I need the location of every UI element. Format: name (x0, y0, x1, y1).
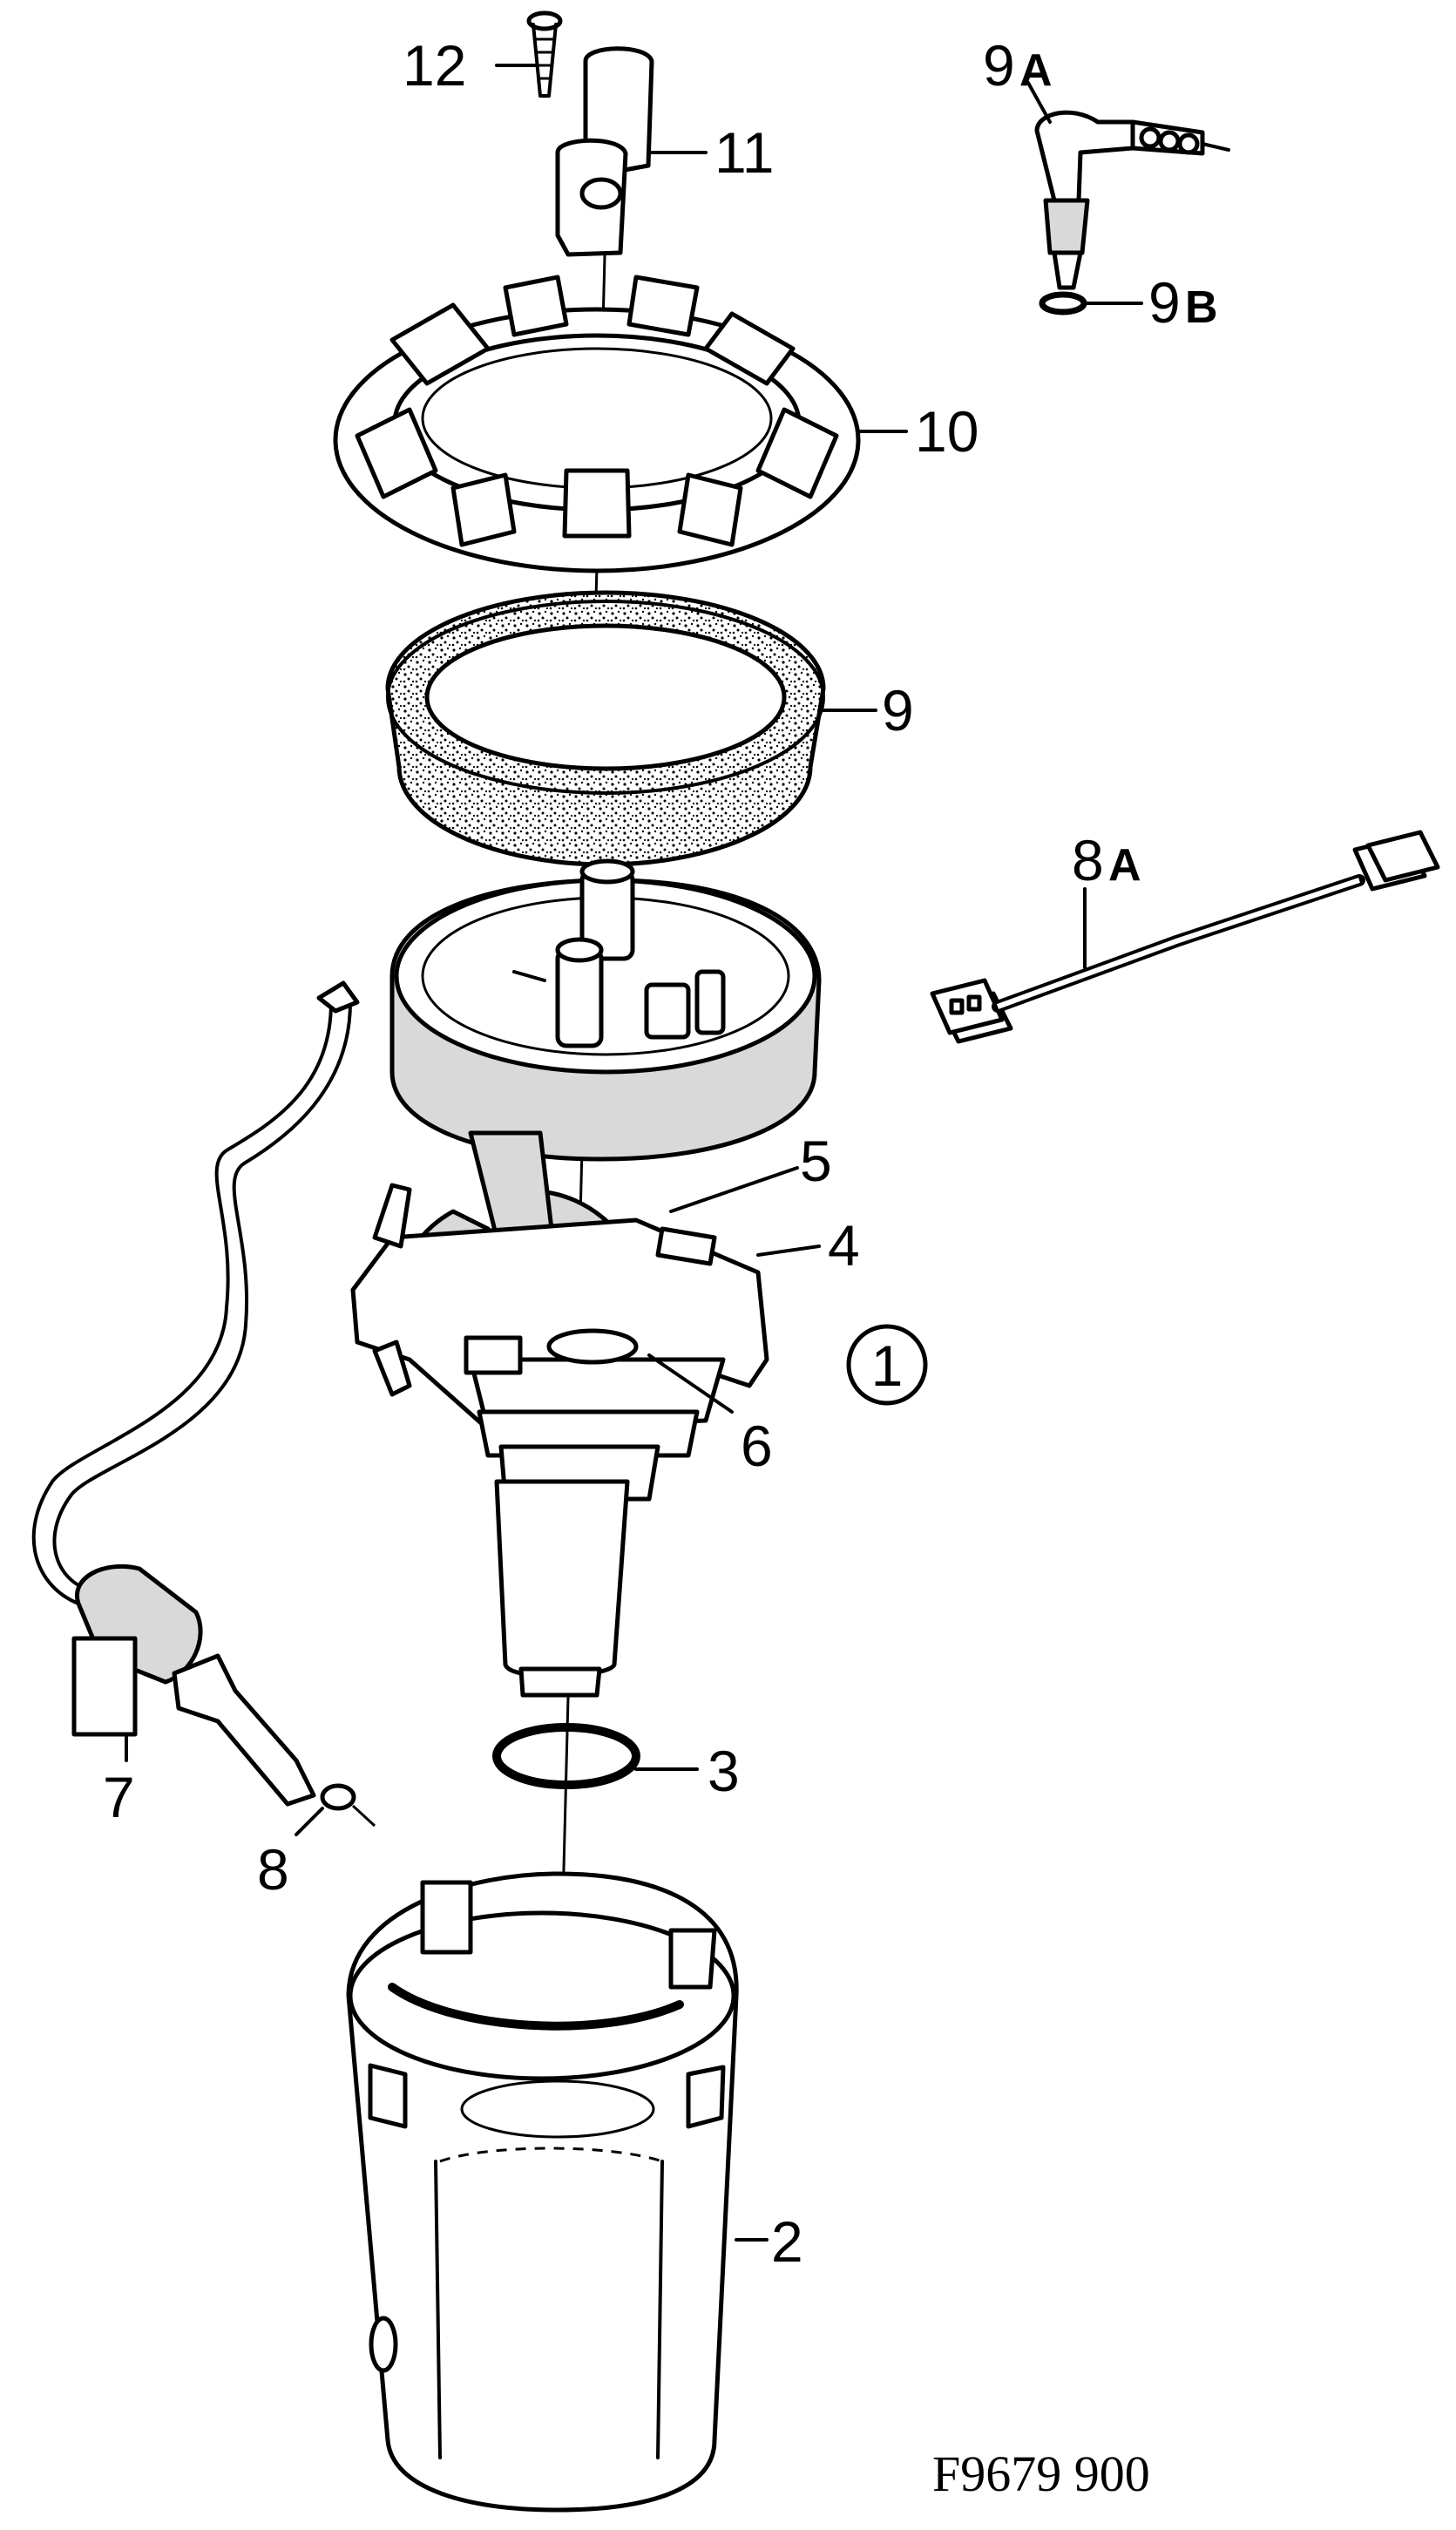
svg-text:9: 9 (983, 33, 1015, 98)
svg-text:A: A (1108, 840, 1141, 891)
part-9b-seal (1039, 291, 1087, 315)
callout-9: 9 (882, 678, 914, 743)
leader-lines (125, 64, 1143, 2242)
part-6-pump-body (464, 1328, 726, 1698)
svg-text:B: B (1185, 282, 1218, 333)
svg-text:9: 9 (1148, 270, 1181, 335)
svg-text:1: 1 (871, 1333, 904, 1398)
callout-6: 6 (741, 1414, 773, 1478)
part-3-o-ring (492, 1723, 640, 1789)
callout-1-circled: 1 (846, 1324, 928, 1406)
part-1-flange (389, 858, 822, 1162)
callout-12: 12 (403, 33, 466, 98)
callout-3: 3 (708, 1739, 740, 1803)
callout-10: 10 (915, 399, 979, 464)
part-11-clip (555, 46, 654, 257)
callout-11: 11 (714, 120, 775, 185)
callout-5: 5 (800, 1129, 832, 1193)
figure-reference: F9679 900 (932, 2445, 1150, 2502)
callout-9b: 9 B (1148, 270, 1218, 335)
part-7-fuel-line (31, 980, 360, 1807)
part-8-small-seal (320, 1783, 356, 1811)
callout-8: 8 (257, 1837, 289, 1902)
part-9a-connector (1034, 110, 1230, 290)
part-10-lock-ring (333, 275, 861, 573)
part-8a-harness (930, 830, 1440, 1044)
callout-4: 4 (828, 1213, 860, 1278)
part-9-seal-ring (385, 590, 826, 867)
part-12-screw (526, 10, 563, 98)
callout-8a: 8 A (1072, 828, 1141, 892)
svg-text:8: 8 (1072, 828, 1104, 892)
callout-2: 2 (771, 2209, 803, 2274)
callout-9a: 9 A (983, 33, 1053, 98)
svg-text:A: A (1019, 45, 1053, 96)
callout-7: 7 (103, 1765, 135, 1829)
part-2-reservoir (346, 1871, 739, 2513)
